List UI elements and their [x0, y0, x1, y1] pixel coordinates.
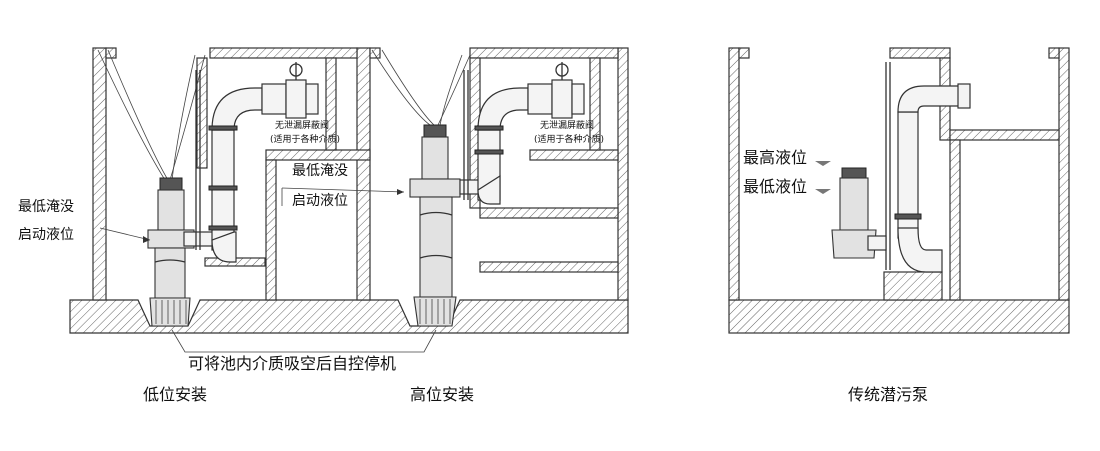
- traditional-tank-structure: [728, 47, 1070, 334]
- low-install-caption: 低位安装: [143, 385, 207, 404]
- traditional-pump: [815, 62, 971, 273]
- check-valve-right-line2: (适用于各种介质): [534, 133, 604, 145]
- traditional-high-level-label: 最高液位: [743, 148, 807, 167]
- traditional-low-level-label: 最低液位: [743, 177, 807, 196]
- low-install-pump: [97, 49, 215, 327]
- middle-start-level-line1: 最低淹没: [292, 163, 348, 179]
- leader-lines: [99, 187, 437, 353]
- check-valve-left-label: 无泄漏屏蔽阀 (适用于各种介质): [270, 119, 340, 145]
- middle-start-level-line2: 启动液位: [292, 193, 348, 209]
- high-install-discharge-pipe: [474, 62, 585, 205]
- left-start-level-line2: 启动液位: [18, 227, 74, 243]
- check-valve-left-line1: 无泄漏屏蔽阀: [275, 119, 329, 131]
- left-start-level-line1: 最低淹没: [18, 199, 74, 215]
- check-valve-right-label: 无泄漏屏蔽阀 (适用于各种介质): [534, 119, 604, 145]
- left-start-level-label: 最低淹没 启动液位: [18, 199, 74, 243]
- high-install-pump: [371, 49, 491, 327]
- auto-stop-note: 可将池内介质吸空后自控停机: [188, 354, 396, 373]
- low-install-discharge-pipe: [208, 62, 319, 263]
- high-install-caption: 高位安装: [410, 385, 474, 404]
- traditional-pump-caption: 传统潜污泵: [848, 385, 928, 404]
- left-tank-structure: [69, 47, 629, 334]
- middle-start-level-label: 最低淹没 启动液位: [292, 163, 348, 209]
- check-valve-left-line2: (适用于各种介质): [270, 133, 340, 145]
- check-valve-right-line1: 无泄漏屏蔽阀: [540, 119, 594, 131]
